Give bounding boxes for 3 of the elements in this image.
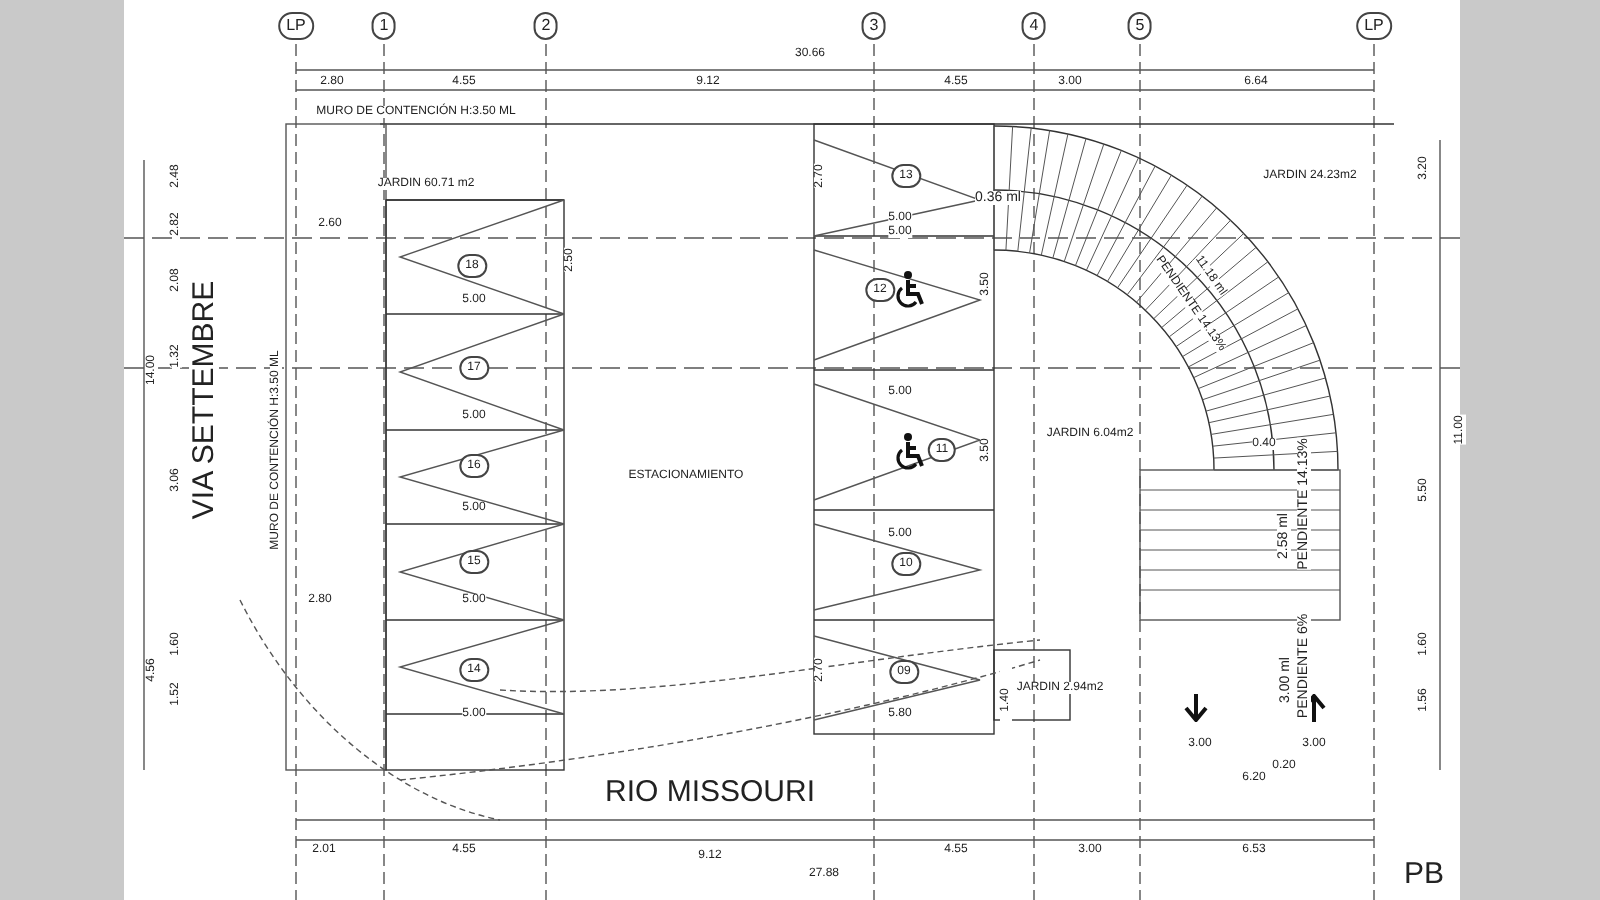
street-name: RIO MISSOURI [605, 777, 815, 807]
street-name: VIA SETTEMBRE [189, 280, 219, 520]
sheet-label: PB [1404, 859, 1444, 889]
